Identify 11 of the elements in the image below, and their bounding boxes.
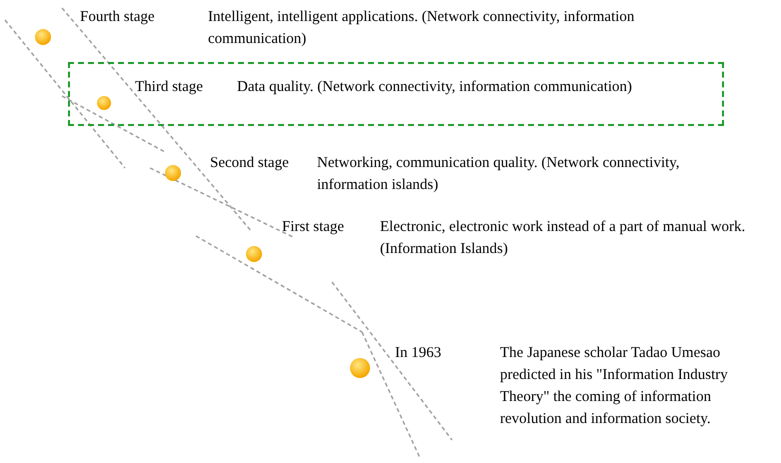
stage-description: The Japanese scholar Tadao Umesao predicted in his "Information Industry Theory" the coming of information revolution and information society. xyxy=(500,344,729,429)
stage-label: Fourth stage xyxy=(80,8,155,27)
stage-label: In 1963 xyxy=(395,344,442,363)
stage-description: Data quality. (Network connectivity, information communication) xyxy=(237,78,634,97)
stage-description: Electronic, electronic work instead of a part of manual work. (Information Islands) xyxy=(380,218,746,259)
stage-description: Intelligent, intelligent applications. (Network connectivity, information communication) xyxy=(208,8,636,49)
dashed-frame xyxy=(68,62,724,126)
stage-label: Second stage xyxy=(210,154,289,173)
stage-label: First stage xyxy=(282,218,344,237)
stage-label: Third stage xyxy=(135,78,203,97)
stage-description: Networking, communication quality. (Network connectivity, information islands) xyxy=(317,154,681,195)
